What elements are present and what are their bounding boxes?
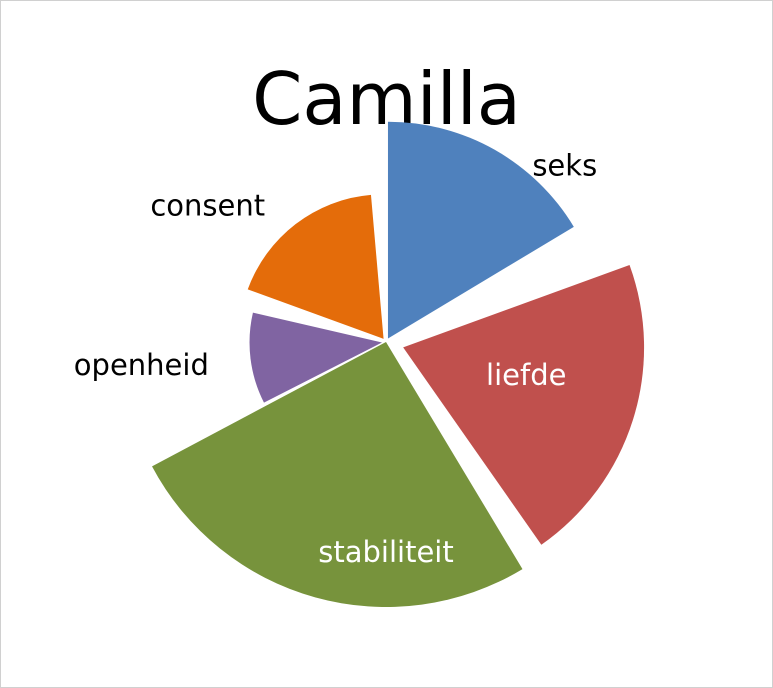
slice-label-openheid: openheid: [74, 348, 209, 382]
slice-label-seks: seks: [532, 149, 597, 183]
slice-label-stabiliteit: stabiliteit: [318, 535, 453, 569]
pie-slice-stabiliteit: [152, 342, 523, 608]
pie-slice-openheid: [249, 312, 383, 403]
pie-slice-seks: [387, 121, 574, 339]
pie-slice-liefde: [403, 265, 645, 545]
chart-title: Camilla: [252, 57, 521, 141]
pie-slice-consent: [247, 194, 384, 339]
slice-label-consent: consent: [150, 189, 265, 223]
slice-label-liefde: liefde: [486, 358, 566, 392]
